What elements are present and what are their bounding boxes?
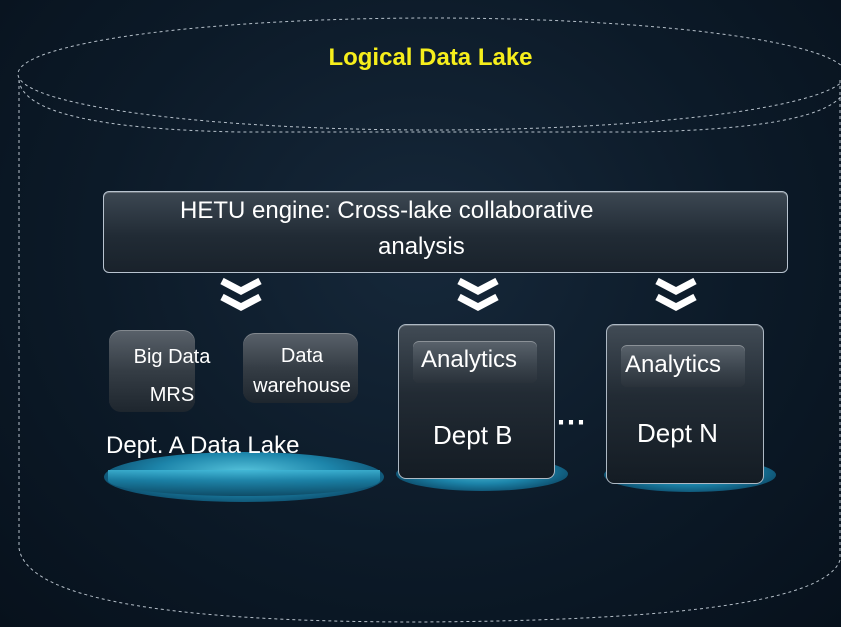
chevron-double-down-icon [457,277,499,311]
chevron-double-down-icon [655,277,697,311]
dept-b-analytics-box [413,341,537,383]
cylinder-bottom-arc [18,547,841,623]
dept-b-analytics-label: Analytics [421,346,518,373]
chevron-double-down-icon [220,277,262,311]
cylinder-top-inner-arc [18,79,841,133]
dept-n-analytics-box [621,345,745,387]
diagram-title: Logical Data Lake [328,44,533,71]
dept-n-analytics-label: Analytics [625,351,722,378]
big-data-mrs-box [109,330,195,412]
dept-a-platform-edge [108,470,380,496]
dept-n-label: Dept N [637,418,718,448]
mrs-label: MRS [149,384,195,406]
warehouse-label: warehouse [253,375,351,397]
cylinder-top-ellipse [17,17,841,131]
hetu-engine-box: HETU engine: Cross-lake collaborative an… [103,191,788,273]
data-label: Data [280,345,324,367]
dept-n-box: Analytics Dept N [606,324,764,484]
data-warehouse-box [243,333,358,403]
dept-a-lake-label: Dept. A Data Lake [106,432,300,459]
engine-label-line1: HETU engine: Cross-lake collaborative [180,197,594,224]
big-data-label: Big Data [133,346,211,368]
engine-label-line2: analysis [378,233,465,260]
ellipsis: ⋯ [556,406,589,439]
dept-b-box: Analytics Dept B [398,324,555,479]
dept-b-label: Dept B [433,420,513,450]
